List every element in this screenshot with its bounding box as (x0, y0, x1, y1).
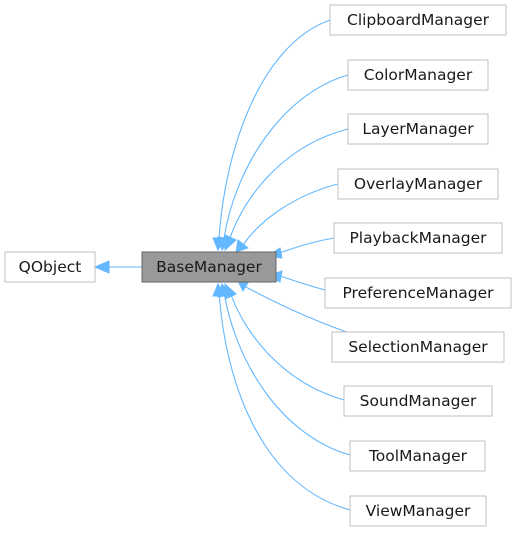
arrowheads (93, 234, 283, 300)
node-soundmanager[interactable]: SoundManager (343, 385, 493, 417)
edge-preferencemanager (279, 275, 326, 291)
node-label: ToolManager (368, 447, 468, 465)
node-qobject[interactable]: QObject (4, 251, 96, 283)
node-colormanager[interactable]: ColorManager (347, 59, 489, 91)
node-label: PlaybackManager (349, 229, 487, 247)
node-label: ClipboardManager (347, 11, 490, 29)
node-label: SelectionManager (348, 338, 488, 356)
node-label: ViewManager (366, 502, 471, 520)
arrowhead-overlaymanager (235, 239, 250, 253)
node-clipboardmanager[interactable]: ClipboardManager (329, 4, 507, 36)
node-basemanager[interactable]: BaseManager (141, 251, 277, 283)
edges (109, 19, 359, 511)
edge-playbackmanager (278, 237, 335, 254)
arrowhead-qobject (93, 260, 110, 274)
edge-selectionmanager (243, 285, 359, 337)
edge-toolmanager (223, 291, 351, 456)
edge-soundmanager (229, 291, 349, 402)
edge-viewmanager (218, 291, 351, 511)
arrowhead-layermanager (224, 234, 237, 252)
edge-clipboardmanager (218, 19, 331, 239)
node-label: QObject (19, 258, 82, 276)
arrowhead-viewmanager (212, 282, 226, 297)
node-label: PreferenceManager (342, 284, 494, 302)
node-label: SoundManager (360, 392, 477, 410)
node-viewmanager[interactable]: ViewManager (349, 495, 487, 527)
edge-colormanager (223, 74, 349, 239)
node-label: BaseManager (156, 258, 262, 276)
node-layermanager[interactable]: LayerManager (347, 113, 489, 145)
node-preferencemanager[interactable]: PreferenceManager (324, 277, 512, 309)
node-playbackmanager[interactable]: PlaybackManager (333, 222, 503, 254)
edge-overlaymanager (242, 183, 339, 246)
node-label: ColorManager (364, 66, 473, 84)
node-toolmanager[interactable]: ToolManager (349, 440, 486, 472)
node-overlaymanager[interactable]: OverlayManager (337, 168, 499, 200)
edge-layermanager (229, 128, 349, 239)
node-label: LayerManager (362, 120, 474, 138)
node-label: OverlayManager (354, 175, 483, 193)
node-selectionmanager[interactable]: SelectionManager (331, 331, 505, 363)
